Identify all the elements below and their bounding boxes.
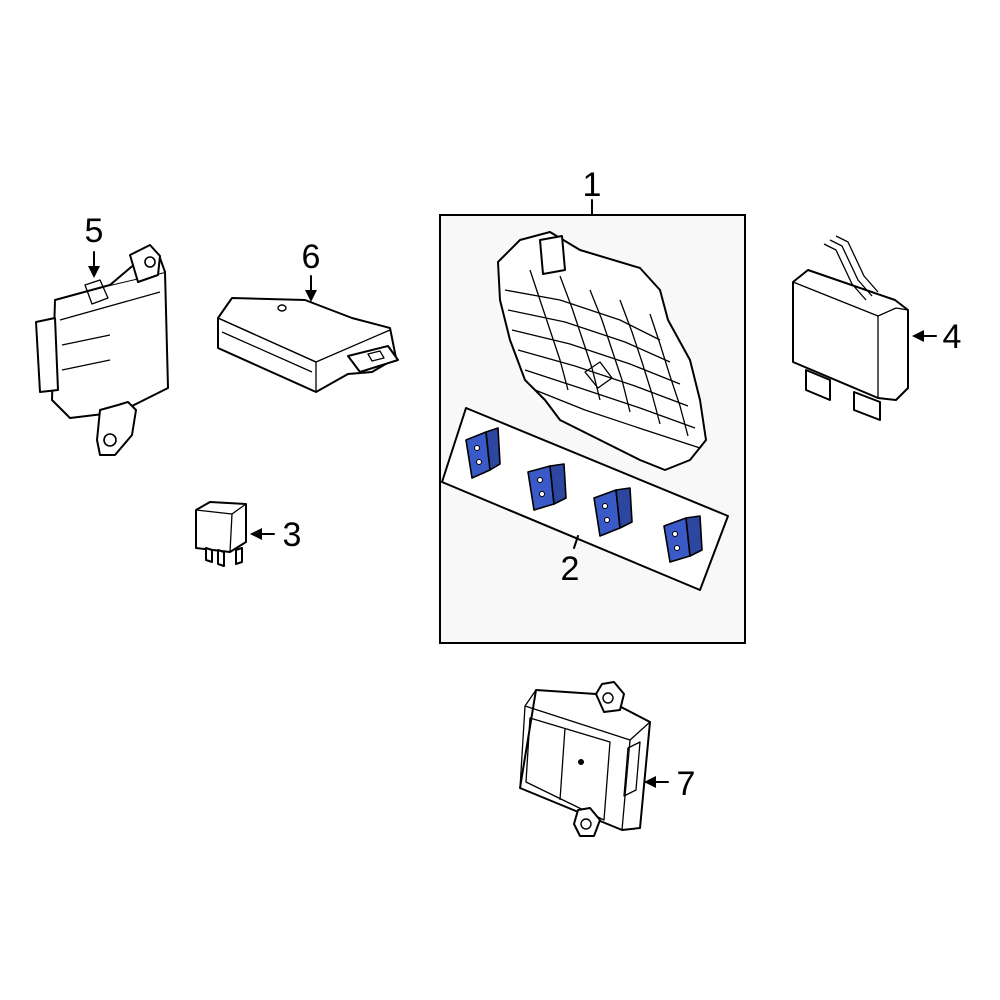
part-3-arrowhead [250, 528, 262, 540]
part-4-module[interactable] [792, 235, 937, 421]
callout-2: 2 [561, 550, 580, 588]
part-6-arrowhead [305, 290, 317, 302]
part-3-relay[interactable] [195, 501, 275, 567]
fuse-strip [441, 407, 729, 591]
part-7-module[interactable] [519, 681, 669, 837]
fuse-2[interactable] [527, 463, 567, 511]
fuse-1[interactable] [465, 427, 501, 479]
fuse-3[interactable] [593, 487, 633, 537]
callout-5: 5 [85, 212, 104, 250]
part-4-arrowhead [912, 330, 924, 342]
part-7-arrowhead [644, 776, 656, 788]
part-6-module[interactable] [217, 275, 399, 393]
fuse-box [497, 231, 707, 471]
callout-6: 6 [302, 238, 321, 276]
callout-4: 4 [943, 318, 962, 356]
callout-3: 3 [283, 516, 302, 554]
fuse-4[interactable] [663, 515, 703, 563]
part-5-module[interactable] [35, 244, 169, 456]
part-1-group[interactable] [439, 199, 746, 644]
callout-7: 7 [677, 765, 696, 803]
callout-1: 1 [583, 166, 602, 204]
part-2-leader [573, 535, 579, 549]
part-5-arrowhead [88, 266, 100, 278]
